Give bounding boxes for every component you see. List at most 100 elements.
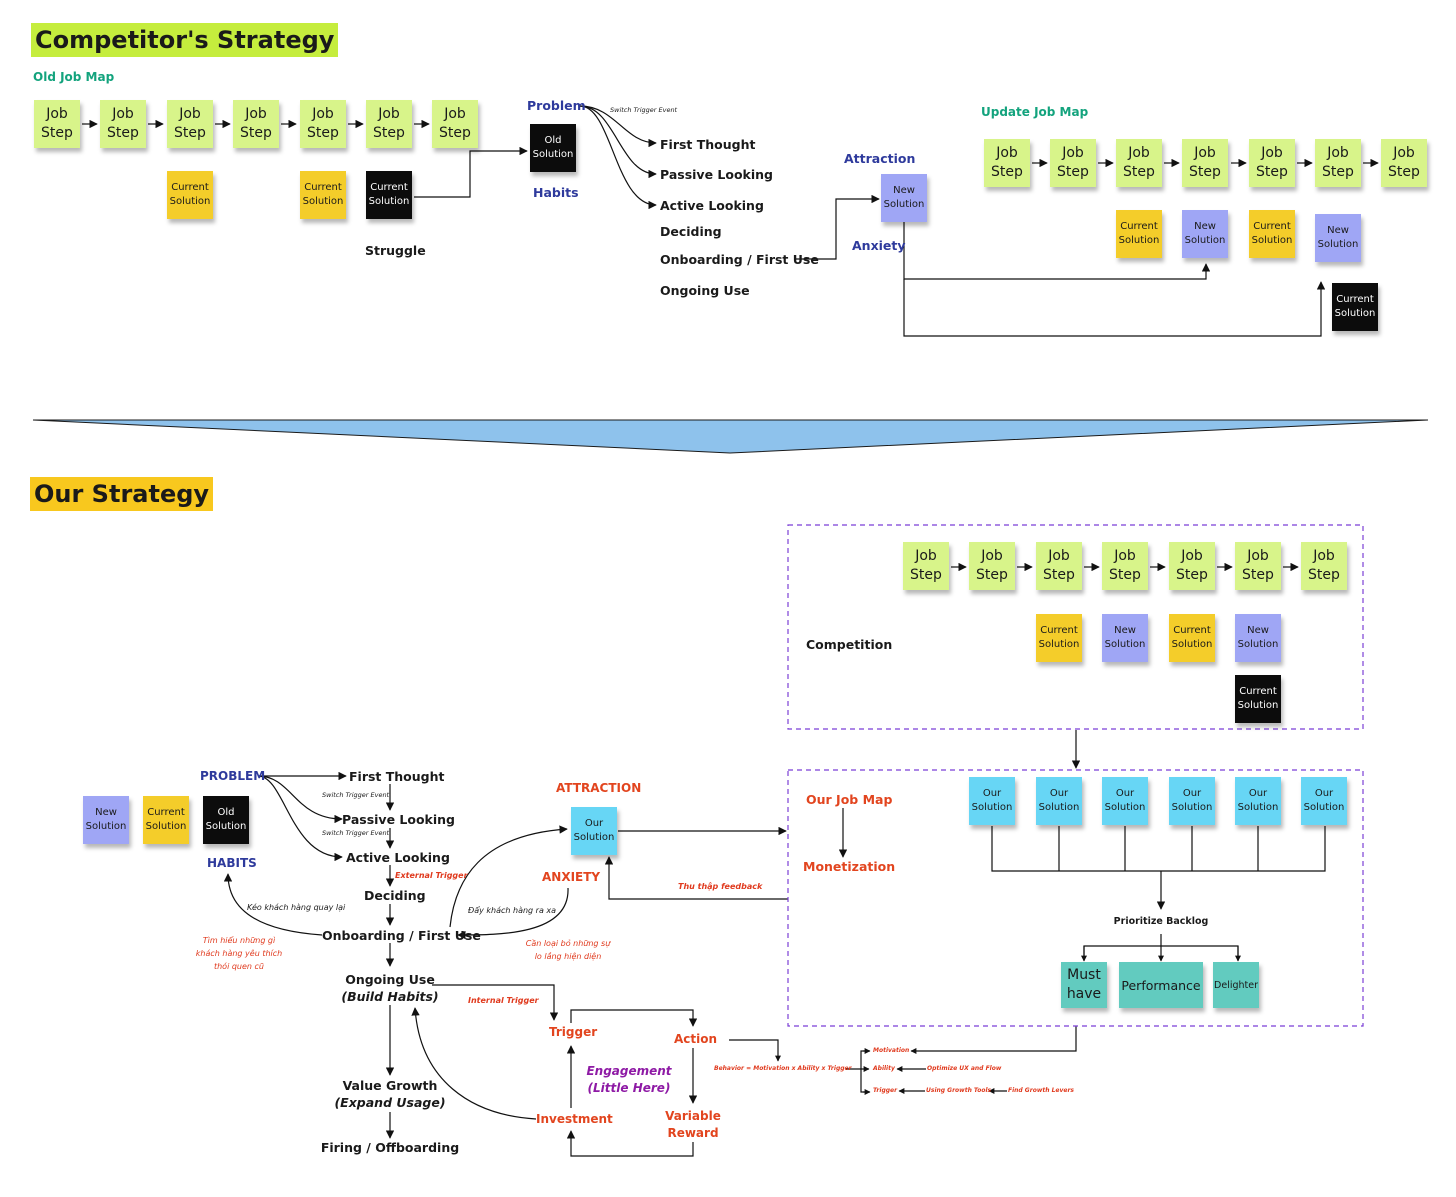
job-step-sticky: Job Step <box>1315 139 1361 187</box>
job-step-label: Job Step <box>991 145 1023 180</box>
habits-label: Habits <box>533 185 579 200</box>
job-step-sticky: Job Step <box>1036 542 1082 590</box>
current-solution-sticky: Current Solution <box>1235 675 1281 723</box>
job-step-sticky: Job Step <box>1102 542 1148 590</box>
job-step-label: Job Step <box>976 548 1008 583</box>
stage-onboarding: Onboarding / First Use <box>322 928 481 943</box>
job-step-label: Job Step <box>240 106 272 141</box>
stage-passive-looking: Passive Looking <box>342 812 455 827</box>
anxiety-label: ANXIETY <box>542 870 601 884</box>
our-solution-sticky: Our Solution <box>1235 777 1281 825</box>
job-step-label: Job Step <box>373 106 405 141</box>
performance-label: Performance <box>1121 977 1201 993</box>
job-step-label: Job Step <box>41 106 73 141</box>
anxiety-label: Anxiety <box>852 238 906 253</box>
job-step-sticky: Job Step <box>1381 139 1427 187</box>
old-job-map-label: Old Job Map <box>33 70 115 84</box>
current-solution-sticky: Current Solution <box>300 171 346 219</box>
current-solution-label: Current Solution <box>1118 221 1160 246</box>
job-step-sticky: Job Step <box>300 100 346 148</box>
current-solution-sticky: Current Solution <box>1332 283 1378 331</box>
job-step-sticky: Job Step <box>1050 139 1096 187</box>
stage-first-thought: First Thought <box>660 137 756 152</box>
our-solution-label: Our Solution <box>971 788 1013 813</box>
job-step-sticky: Job Step <box>366 100 412 148</box>
current-solution-sticky: Current Solution <box>366 171 412 219</box>
stage-ongoing-use: Ongoing Use <box>345 972 435 987</box>
competitor-strategy-title: Competitor's Strategy <box>31 23 339 57</box>
stage-deciding: Deciding <box>660 224 722 239</box>
behavior-formula-label: Behavior = Motivation x Ability x Trigge… <box>714 1065 852 1072</box>
job-step-sticky: Job Step <box>1301 542 1347 590</box>
performance-sticky: Performance <box>1119 962 1203 1008</box>
old-solution-label: Old Solution <box>532 135 574 160</box>
job-step-label: Job Step <box>439 106 471 141</box>
current-solution-label: Current Solution <box>1038 625 1080 650</box>
tim-hieu-label: Tìm hiểu những gì khách hàng yêu thích t… <box>195 936 283 971</box>
prioritize-backlog-label: Prioritize Backlog <box>1113 916 1209 927</box>
our-solution-sticky: Our Solution <box>1301 777 1347 825</box>
action-label: Action <box>674 1032 718 1046</box>
variable-reward-label: Variable Reward <box>665 1109 721 1140</box>
job-step-label: Job Step <box>1322 145 1354 180</box>
job-step-sticky: Job Step <box>1116 139 1162 187</box>
using-growth-tools-label: Using Growth Tools <box>926 1087 992 1094</box>
trigger-label: Trigger <box>549 1025 598 1039</box>
new-solution-sticky: New Solution <box>1235 614 1281 662</box>
engagement-label: Engagement (Little Here) <box>586 1064 672 1095</box>
current-solution-sticky: Current Solution <box>1249 210 1295 258</box>
new-solution-label: New Solution <box>85 807 127 832</box>
can-loai-label: Cần loại bỏ những sự lo lắng hiện diện <box>525 939 611 961</box>
old-solution-label: Old Solution <box>205 807 247 832</box>
job-step-sticky: Job Step <box>233 100 279 148</box>
motivation-label: Motivation <box>873 1047 910 1054</box>
new-solution-sticky: New Solution <box>1182 210 1228 258</box>
job-step-label: Job Step <box>107 106 139 141</box>
stage-ongoing-use: Ongoing Use <box>660 283 750 298</box>
new-solution-sticky: New Solution <box>83 796 129 844</box>
switch-trigger-label: Switch Trigger Event <box>322 829 390 837</box>
struggle-label: Struggle <box>365 243 426 258</box>
current-solution-label: Current Solution <box>1171 625 1213 650</box>
build-habits-label: (Build Habits) <box>341 989 439 1004</box>
our-strategy-title: Our Strategy <box>30 477 214 511</box>
current-solution-label: Current Solution <box>169 182 211 207</box>
our-solution-sticky: Our Solution <box>969 777 1015 825</box>
external-trigger-label: External Trigger <box>395 871 468 880</box>
job-step-sticky: Job Step <box>1169 542 1215 590</box>
current-solution-label: Current Solution <box>368 182 410 207</box>
ability-label: Ability <box>873 1065 895 1072</box>
job-step-sticky: Job Step <box>1235 542 1281 590</box>
job-step-label: Job Step <box>1308 548 1340 583</box>
attraction-label: Attraction <box>844 151 916 166</box>
switch-trigger-label: Switch Trigger Event <box>322 791 390 799</box>
our-solution-sticky: Our Solution <box>1036 777 1082 825</box>
job-step-label: Job Step <box>1242 548 1274 583</box>
job-step-label: Job Step <box>1043 548 1075 583</box>
day-khach-label: Đẩy khách hàng ra xa <box>468 906 557 915</box>
expand-usage-label: (Expand Usage) <box>334 1095 446 1110</box>
job-step-label: Job Step <box>1189 145 1221 180</box>
competition-label: Competition <box>806 637 893 652</box>
job-step-sticky: Job Step <box>984 139 1030 187</box>
old-solution-sticky: Old Solution <box>203 796 249 844</box>
current-solution-sticky: Current Solution <box>1169 614 1215 662</box>
old-solution-sticky: Old Solution <box>530 124 576 172</box>
current-solution-label: Current Solution <box>1334 294 1376 319</box>
our-solution-label: Our Solution <box>1303 788 1345 813</box>
must-have-sticky: Must have <box>1061 962 1107 1008</box>
stage-first-thought: First Thought <box>349 769 445 784</box>
must-have-label: Must have <box>1066 967 1102 1002</box>
stage-deciding: Deciding <box>364 888 426 903</box>
job-step-sticky: Job Step <box>969 542 1015 590</box>
current-solution-label: Current Solution <box>1237 686 1279 711</box>
new-solution-label: New Solution <box>883 185 925 210</box>
delighter-label: Delighter <box>1214 979 1258 991</box>
new-solution-label: New Solution <box>1104 625 1146 650</box>
job-step-label: Job Step <box>1176 548 1208 583</box>
job-step-sticky: Job Step <box>167 100 213 148</box>
current-solution-sticky: Current Solution <box>1116 210 1162 258</box>
current-solution-label: Current Solution <box>145 807 187 832</box>
thu-thap-feedback-label: Thu thập feedback <box>678 882 763 891</box>
stage-active-looking: Active Looking <box>346 850 450 865</box>
